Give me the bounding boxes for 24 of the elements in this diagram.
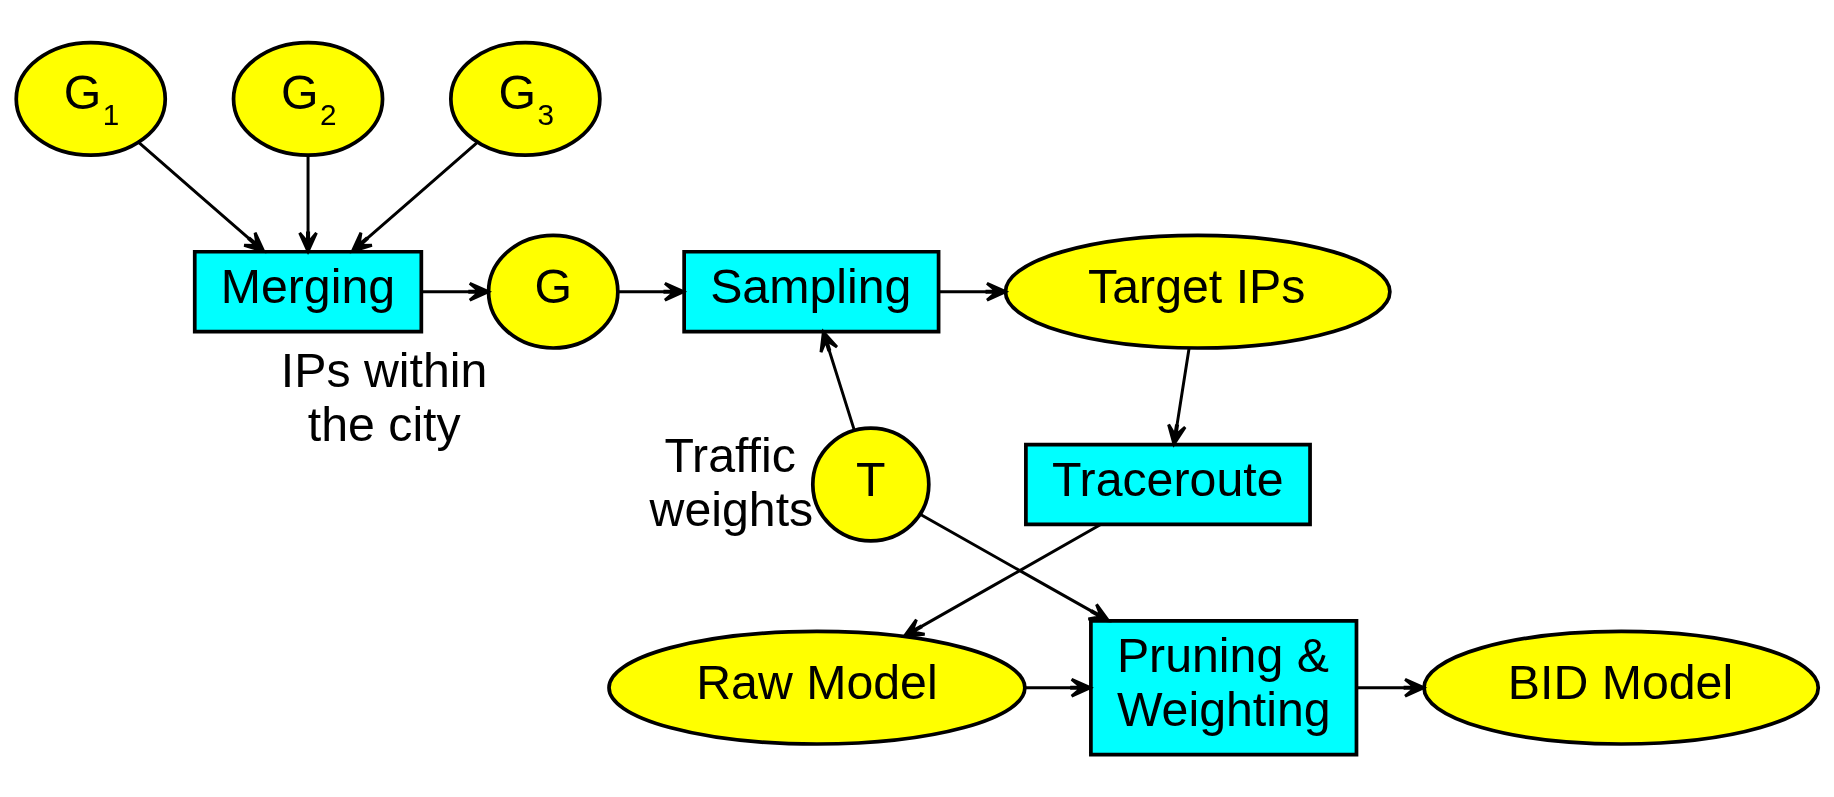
node-ellipse: Raw Model — [607, 629, 1027, 746]
node-ellipse: G — [486, 233, 620, 350]
arrow — [938, 281, 1008, 302]
arrow — [902, 523, 1101, 638]
arrow — [1025, 677, 1092, 698]
node-ellipse: BID Model — [1422, 629, 1821, 746]
arrow — [350, 141, 479, 253]
node-ellipse: Target IPs — [1003, 233, 1392, 350]
node-ellipse: G$_{1}$ — [14, 40, 168, 158]
arrow — [298, 155, 318, 253]
arrow — [137, 141, 266, 253]
arrow — [421, 281, 490, 302]
arrow — [1167, 348, 1191, 446]
node-ellipse: G$_{2}$ — [231, 40, 385, 158]
arrow — [919, 513, 1111, 623]
arrow — [617, 281, 685, 302]
arrow — [819, 330, 856, 431]
node-box: Merging — [192, 249, 424, 334]
node-ellipse: G$_{3}$ — [449, 40, 602, 158]
arrow — [1357, 677, 1426, 698]
node-box: Traceroute — [1024, 442, 1312, 527]
node-box: Sampling — [682, 249, 941, 334]
node-box: Pruning & Weighting — [1089, 619, 1359, 757]
node-label: IPs within the city — [280, 342, 488, 451]
